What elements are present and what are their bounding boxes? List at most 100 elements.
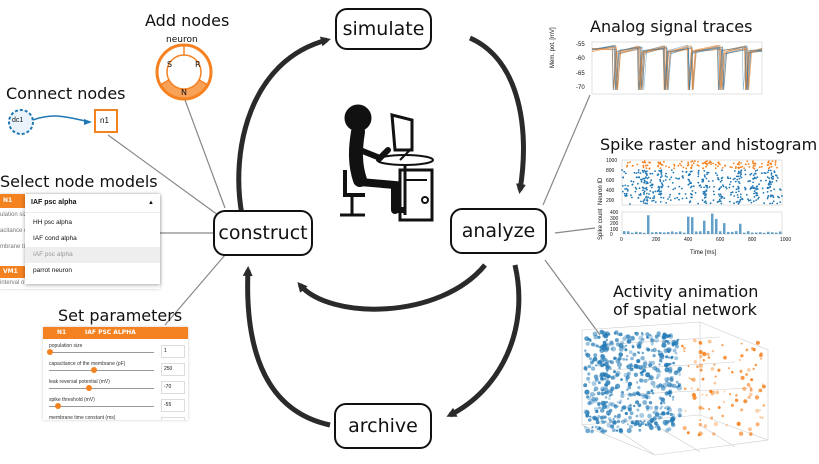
raster-spike-dot [681, 175, 684, 177]
scatter-point [723, 390, 726, 393]
scatter-point [624, 344, 628, 347]
scatter-point [652, 385, 656, 389]
scatter-point [657, 416, 662, 420]
param-slider-knob[interactable] [85, 385, 92, 391]
param-slider-knob[interactable] [91, 367, 98, 373]
model-option-3[interactable]: parrot neuron [33, 267, 73, 274]
raster-spike-dot [662, 180, 665, 182]
raster-spike-dot [658, 169, 661, 172]
model-dropdown[interactable]: IAF psc alpha ▲ HH psc alpha IAF cond al… [25, 194, 160, 284]
raster-spike-dot [641, 161, 644, 164]
connect-source-label[interactable]: dc1 [12, 117, 24, 124]
scatter-point [585, 353, 591, 358]
scatter-point [755, 408, 760, 413]
scatter-point [626, 371, 631, 376]
raster-spike-dot [705, 202, 708, 205]
neuron-r-label[interactable]: R [195, 60, 201, 69]
scatter-point [625, 354, 629, 358]
raster-spike-dot [637, 169, 640, 171]
scatter-point [597, 428, 599, 431]
scatter-point [645, 372, 651, 378]
simulate-label: simulate [342, 18, 425, 40]
raster-spike-dot [772, 175, 775, 178]
raster-spike-dot [770, 189, 772, 192]
param-value-input[interactable]: 250 [161, 363, 185, 376]
scatter-point [650, 338, 654, 342]
param-slider-knob[interactable] [55, 403, 62, 409]
model-dropdown-selected[interactable]: IAF psc alpha ▲ [25, 194, 160, 213]
scatter-point [583, 426, 587, 429]
param-value-input[interactable]: -70 [161, 381, 185, 394]
analyze-box[interactable]: analyze [450, 208, 547, 254]
scatter-point [597, 403, 601, 406]
neuron-s-label[interactable]: S [167, 60, 173, 69]
scatter-point [652, 416, 657, 421]
raster-spike-dot [756, 176, 759, 179]
histogram-bar [679, 231, 682, 234]
scatter-point [729, 393, 731, 396]
arrow-analyze-to-archive [446, 264, 522, 418]
raster-spike-dot [771, 160, 774, 163]
model-select-panel: N1 ulation size acitance of mbrane time … [0, 194, 160, 289]
param-slider-track[interactable] [49, 370, 154, 371]
param-slider-knob[interactable] [47, 349, 53, 355]
model-option-1[interactable]: IAF cond alpha [33, 235, 77, 242]
param-slider-track[interactable] [49, 352, 154, 353]
raster-spike-dot [753, 192, 755, 195]
histogram-bar [687, 216, 690, 234]
neuron-n-label[interactable]: N [181, 88, 187, 97]
raster-spike-dot [687, 183, 690, 186]
raster-spike-dot [668, 166, 670, 169]
raster-spike-dot [646, 177, 649, 180]
scatter-point [637, 403, 642, 408]
scatter-point [705, 394, 708, 397]
scatter-point [669, 362, 672, 366]
chevron-up-icon[interactable]: ▲ [148, 200, 154, 206]
connect-target-label[interactable]: n1 [100, 116, 109, 125]
scatter-point [668, 334, 672, 337]
raster-spike-dot [712, 162, 715, 165]
raster-spike-dot [638, 194, 641, 196]
raster-spike-dot [769, 181, 771, 184]
histogram-bar [703, 220, 706, 234]
raster-spike-dot [766, 191, 769, 193]
model-option-2[interactable]: IAF psc alpha [25, 247, 160, 263]
archive-box[interactable]: archive [334, 403, 432, 449]
scatter-point [647, 390, 651, 394]
scatter-point [693, 360, 697, 364]
scatter-point [706, 352, 710, 356]
histogram-bar [739, 223, 742, 234]
scatter-point [652, 347, 657, 353]
scatter-point [605, 338, 609, 342]
bg-label-4: interval o [0, 280, 25, 286]
scatter-point [630, 393, 634, 397]
scatter-point [670, 355, 674, 359]
neuron-widget [155, 43, 213, 101]
scatter-point [667, 407, 672, 413]
raster-spike-dot [707, 171, 710, 174]
histogram-bar [763, 232, 766, 234]
construct-box[interactable]: construct [213, 210, 313, 256]
scatter-point [600, 420, 603, 423]
scatter-point [627, 385, 632, 390]
scatter-point [662, 411, 665, 415]
raster-spike-dot [649, 190, 652, 192]
simulate-box[interactable]: simulate [335, 8, 432, 50]
param-value-input[interactable]: -55 [161, 399, 185, 412]
scatter-point [598, 425, 601, 429]
model-option-0[interactable]: HH psc alpha [33, 219, 73, 226]
scatter-point [669, 412, 673, 416]
param-value-input[interactable]: 10 [161, 417, 185, 420]
scatter-point [652, 411, 656, 414]
histogram-bar [631, 232, 634, 234]
raster-spike-dot [733, 202, 735, 205]
raster-spike-dot [717, 165, 719, 168]
histogram-bar [675, 232, 678, 234]
param-value-input[interactable]: 1 [161, 345, 185, 358]
scatter-point [638, 365, 643, 370]
param-slider-track[interactable] [49, 388, 154, 389]
param-slider-track[interactable] [49, 406, 154, 407]
scatter-point [663, 413, 667, 416]
raster-spike-dot [689, 181, 692, 184]
scatter-point [747, 395, 751, 399]
